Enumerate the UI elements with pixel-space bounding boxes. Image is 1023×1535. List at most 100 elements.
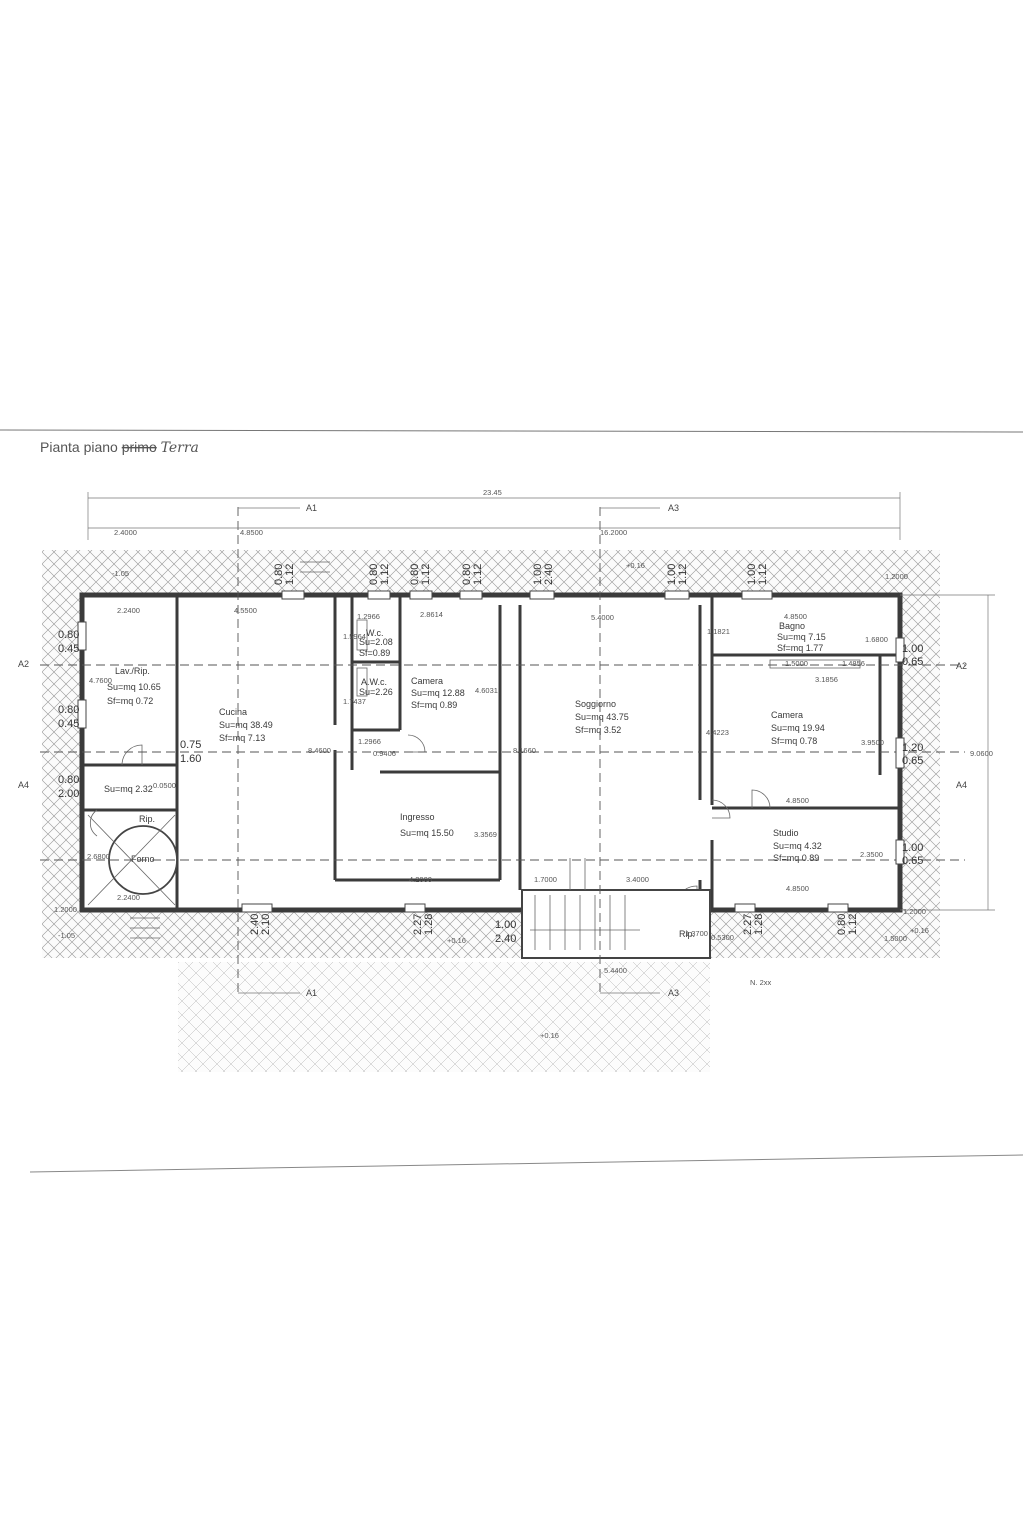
svg-text:0.65: 0.65: [902, 855, 923, 867]
room-cucina: Cucina Su=mq 38.49 Sf=mq 7.13 4.5500 8.4…: [219, 606, 331, 755]
level-terrace-top: +0.16: [626, 561, 645, 570]
section-a4-left: A4: [18, 780, 29, 790]
svg-text:1.00: 1.00: [902, 842, 923, 854]
section-a4-right: A4: [956, 780, 967, 790]
terrace-hatch: [42, 550, 940, 958]
svg-text:3.1856: 3.1856: [815, 675, 838, 684]
dim-right-bottom2: 1.5000: [884, 934, 907, 943]
section-a3-top: A3: [668, 503, 679, 513]
svg-text:Su=mq 43.75: Su=mq 43.75: [575, 712, 629, 722]
svg-text:2.3500: 2.3500: [860, 850, 883, 859]
svg-text:0.80: 0.80: [58, 704, 79, 716]
svg-text:0.80: 0.80: [409, 564, 421, 585]
svg-text:Rip.: Rip.: [679, 929, 695, 939]
svg-text:Studio: Studio: [773, 828, 799, 838]
svg-text:4.8500: 4.8500: [786, 884, 809, 893]
svg-text:2.10: 2.10: [260, 914, 272, 935]
svg-text:0.80: 0.80: [368, 564, 380, 585]
svg-text:0.80: 0.80: [836, 914, 848, 935]
svg-text:1.12: 1.12: [379, 564, 391, 585]
svg-text:Sf=mq 0.89: Sf=mq 0.89: [773, 853, 819, 863]
svg-text:4.7600: 4.7600: [89, 676, 112, 685]
svg-text:8.4600: 8.4600: [308, 746, 331, 755]
room-lavanderia: Lav./Rip. Su=mq 10.65 Sf=mq 0.72 2.2400 …: [89, 606, 161, 706]
svg-text:0.45: 0.45: [58, 643, 79, 655]
svg-text:1.3700: 1.3700: [685, 929, 708, 938]
svg-text:Su=mq 7.15: Su=mq 7.15: [777, 632, 826, 642]
svg-text:1.00: 1.00: [532, 564, 544, 585]
svg-text:2.2400: 2.2400: [117, 606, 140, 615]
svg-text:Su=mq 19.94: Su=mq 19.94: [771, 723, 825, 733]
svg-text:5.4000: 5.4000: [591, 613, 614, 622]
forno-label: Forno: [131, 854, 155, 864]
plan-title-handwritten: Terra: [161, 440, 199, 456]
overall-length: 23.45: [483, 488, 502, 497]
dimension-lines: [87, 492, 995, 911]
svg-text:1.12: 1.12: [284, 564, 296, 585]
room-bagno: 4.8500 Bagno Su=mq 7.15 Sf=mq 1.77 1.182…: [707, 612, 888, 684]
dim-right-bottom: 1.2000: [903, 907, 926, 916]
wc-fixture: [356, 619, 368, 651]
svg-text:Sf=0.89: Sf=0.89: [359, 648, 390, 658]
room-soggiorno: Soggiorno Su=mq 43.75 Sf=mq 3.52 5.4000 …: [513, 613, 649, 884]
svg-text:1.5964: 1.5964: [343, 632, 366, 641]
sheet-bottom-border: [29, 1154, 1023, 1173]
yard-level: +0.16: [540, 1031, 559, 1040]
svg-text:Ingresso: Ingresso: [400, 812, 435, 822]
svg-text:3.9500: 3.9500: [861, 738, 884, 747]
svg-text:Su=mq 2.32: Su=mq 2.32: [104, 784, 153, 794]
stair-treads: [530, 858, 640, 950]
level-right-bottom: +0.16: [910, 926, 929, 935]
svg-text:Camera: Camera: [411, 676, 443, 686]
sheet-top-border: [0, 429, 1023, 433]
dim-top-right: 16.2000: [600, 528, 627, 537]
dim-left-bottom: 1.2000: [54, 905, 77, 914]
svg-text:2.8614: 2.8614: [420, 610, 443, 619]
svg-text:0.80: 0.80: [58, 774, 79, 786]
svg-text:Rip.: Rip.: [139, 814, 155, 824]
svg-text:1.2966: 1.2966: [358, 737, 381, 746]
room-rip-forno: Rip. 2.6800 2.2400: [87, 814, 155, 902]
window-labels: 0.80 1.12 0.80 1.12 0.80 1.12 0.80 1.12 …: [58, 564, 923, 945]
svg-text:4.5500: 4.5500: [234, 606, 257, 615]
svg-text:2.40: 2.40: [495, 933, 516, 945]
svg-text:1.2966: 1.2966: [357, 612, 380, 621]
svg-text:0.80: 0.80: [58, 629, 79, 641]
dim-top-right-edge: 1.2000: [885, 572, 908, 581]
svg-text:1.28: 1.28: [423, 914, 435, 935]
level-left-top: -1.05: [112, 569, 129, 578]
svg-text:1.4856: 1.4856: [842, 659, 865, 668]
svg-text:1.28: 1.28: [753, 914, 765, 935]
yard-area: [178, 962, 710, 1072]
room-studio: Studio Su=mq 4.32 Sf=mq 0.89 2.3500 4.85…: [773, 828, 883, 893]
svg-text:1.7000: 1.7000: [534, 875, 557, 884]
svg-text:4.2000: 4.2000: [409, 875, 432, 884]
svg-text:1.00: 1.00: [666, 564, 678, 585]
svg-text:1.12: 1.12: [420, 564, 432, 585]
svg-text:0.9406: 0.9406: [373, 749, 396, 758]
svg-text:0.5300: 0.5300: [711, 933, 734, 942]
section-a3-bottom: A3: [668, 988, 679, 998]
svg-text:Sf=mq 0.72: Sf=mq 0.72: [107, 696, 153, 706]
section-a1-top: A1: [306, 503, 317, 513]
svg-text:A.W.c.: A.W.c.: [361, 677, 387, 687]
svg-text:0.80: 0.80: [273, 564, 285, 585]
svg-text:1.12: 1.12: [472, 564, 484, 585]
svg-text:2.6800: 2.6800: [87, 852, 110, 861]
svg-text:4.8500: 4.8500: [786, 796, 809, 805]
svg-text:3.3569: 3.3569: [474, 830, 497, 839]
svg-text:Cucina: Cucina: [219, 707, 247, 717]
svg-text:Soggiorno: Soggiorno: [575, 699, 616, 709]
svg-text:1.12: 1.12: [847, 914, 859, 935]
awc-fixture: [356, 667, 368, 697]
svg-text:0.80: 0.80: [461, 564, 473, 585]
room-camera-1: Camera Su=mq 12.88 Sf=mq 0.89 2.8614 4.6…: [411, 610, 498, 710]
svg-text:Su=mq 10.65: Su=mq 10.65: [107, 682, 161, 692]
svg-text:0.65: 0.65: [902, 656, 923, 668]
svg-text:Su=mq 4.32: Su=mq 4.32: [773, 841, 822, 851]
svg-text:1.5000: 1.5000: [785, 659, 808, 668]
level-ingresso: +0.16: [447, 936, 466, 945]
section-a1-bottom: A1: [306, 988, 317, 998]
svg-text:1.00: 1.00: [495, 919, 516, 931]
